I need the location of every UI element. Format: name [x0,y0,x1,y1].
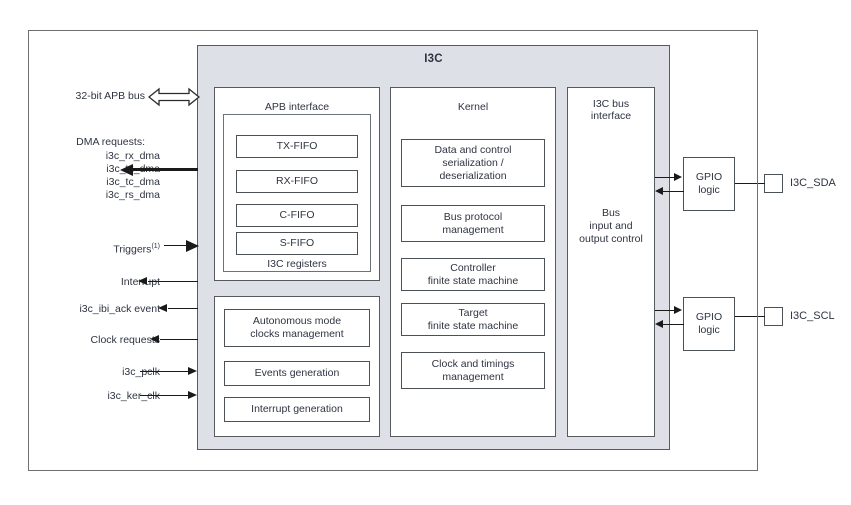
triggers-arrow-right-icon [186,239,199,252]
label-i3c-tc-dma: i3c_tc_dma [106,176,160,188]
label-i3c-ibi-ack-event: i3c_ibi_ack event [79,303,160,315]
interrupt-arrow-left-icon [138,277,147,285]
scl-in-line [660,324,684,326]
interrupt-line [148,281,198,283]
scl-out-arrow-right-icon [674,306,682,315]
label-triggers: Triggers(1) [10,240,160,257]
tx-fifo-box: TX-FIFO [236,135,358,158]
i3c-sda-pin [764,174,783,193]
dma-line [132,168,198,171]
clock-requests-arrow-left-icon [150,335,159,343]
triggers-line [164,245,198,247]
events-generation-box: Events generation [224,361,370,386]
i3c-scl-pin-label: I3C_SCL [790,310,835,322]
scl-out-line [655,310,679,312]
scl-pin-line [735,316,765,318]
sda-in-arrow-left-icon [655,187,663,196]
ibi-ack-arrow-left-icon [158,304,167,312]
ibi-ack-line [168,308,198,310]
dma-arrow-left-icon [120,163,133,176]
label-dma-signal-list: i3c_rx_dma i3c_tx_dma i3c_tc_dma i3c_rs_… [10,150,160,202]
label-clock-requests: Clock requests [90,334,160,346]
label-32bit-apb-bus: 32-bit APB bus [75,90,145,102]
label-dma-requests: DMA requests: [76,136,145,148]
label-i3c-ker-clk: i3c_ker_clk [107,390,160,402]
label-i3c-pclk: i3c_pclk [10,366,160,379]
label-triggers-footnote: (1) [151,243,160,250]
label-i3c-rs-dma: i3c_rs_dma [105,189,160,201]
scl-in-arrow-left-icon [655,320,663,329]
ker-clk-line [140,395,190,397]
outer-frame-right-edge [757,31,759,470]
s-fifo-box: S-FIFO [236,232,358,255]
i3c-scl-pin [764,307,783,326]
i3c-sda-pin-label: I3C_SDA [790,177,836,189]
i3c-registers-caption: I3C registers [267,258,327,270]
label-i3c-rx-dma: i3c_rx_dma [105,150,160,162]
label-triggers-text: Triggers [113,243,152,256]
i3c-block-title: I3C [424,53,443,65]
sda-pin-line [735,183,765,185]
sda-out-line [655,177,679,179]
pclk-line [140,371,190,373]
pclk-arrow-right-icon [188,367,197,375]
sda-in-line [660,191,684,193]
ker-clk-arrow-right-icon [188,391,197,399]
rx-fifo-box: RX-FIFO [236,170,358,193]
apb-interface-title: APB interface [264,101,330,113]
clock-requests-line [160,339,198,341]
sda-out-arrow-right-icon [674,173,682,182]
c-fifo-box: C-FIFO [236,204,358,227]
kernel-title: Kernel [457,101,489,113]
apb-bus-double-arrow-icon [148,87,200,107]
interrupt-generation-box: Interrupt generation [224,397,370,422]
i3c-bus-interface-panel [567,87,655,437]
